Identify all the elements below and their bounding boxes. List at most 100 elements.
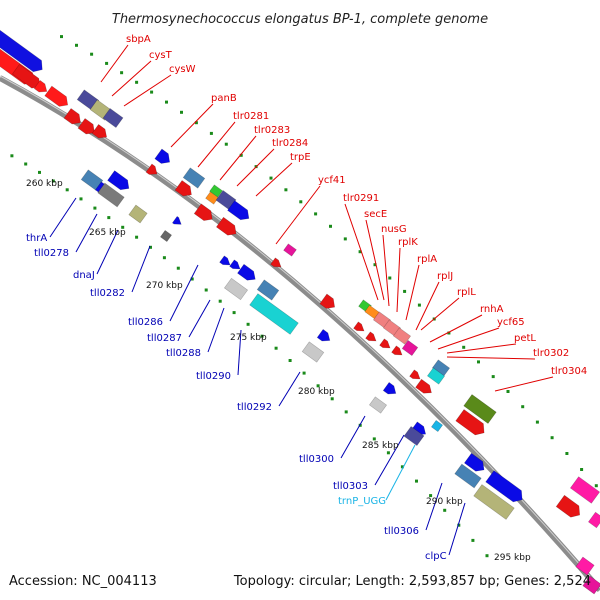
gene-tlr0281[interactable] [182,167,206,189]
gene-pink-3[interactable] [575,556,595,576]
reverse-gene-label[interactable]: tll0282 [90,288,125,299]
gene-tll0303[interactable] [454,463,482,489]
forward-gene-label[interactable]: tlr0284 [272,138,308,149]
gene-blue-m2[interactable] [229,259,243,272]
gene-blue-p1[interactable] [463,452,487,474]
gene-tlr0304[interactable] [455,409,488,439]
reverse-gene-label[interactable]: trnP_UGG [338,496,386,507]
gene-red-j[interactable] [365,331,379,344]
tick-mark [24,162,28,166]
gene-block-red-3[interactable] [44,85,71,110]
kbp-label: 285 kbp [362,441,399,451]
gene-red-f[interactable] [193,203,216,224]
tick-mark [90,52,94,56]
gene-pink-4[interactable] [582,575,600,595]
gene-green[interactable] [209,184,223,198]
gene-red-l[interactable] [415,378,435,396]
gene-blue-n1[interactable] [382,382,399,397]
gene-tll0306[interactable] [485,470,527,506]
gene-tlr0284-shape [227,200,250,221]
gene-red-a[interactable] [63,108,84,127]
reverse-gene-label[interactable]: tll0292 [237,402,272,413]
gene-tll0286[interactable] [256,279,280,301]
forward-gene-label[interactable]: trpE [290,152,311,163]
reverse-gene-label[interactable]: clpC [425,551,447,562]
gene-tlr0284[interactable] [227,200,253,224]
gene-rplA[interactable] [392,327,412,345]
gene-pink-1[interactable] [569,476,600,504]
gene-blue-m4[interactable] [316,329,333,344]
forward-gene-label[interactable]: rnhA [480,304,504,315]
tick-mark [105,61,109,65]
forward-gene-label[interactable]: cysW [169,64,196,75]
gene-panB[interactable] [154,148,173,167]
gene-red-b[interactable] [77,118,98,137]
reverse-gene-label[interactable]: tll0278 [34,248,69,259]
forward-gene-label[interactable]: tlr0304 [551,366,587,377]
forward-gene-label[interactable]: tlr0302 [533,348,569,359]
gene-orange[interactable] [205,191,219,205]
gene-block-red-4[interactable] [33,80,50,95]
gene-dnaJ[interactable] [128,204,148,224]
reverse-gene-label[interactable]: thrA [26,233,47,244]
gene-blue-x[interactable] [107,170,133,194]
forward-gene-label[interactable]: sbpA [126,34,151,45]
gene-trpE[interactable] [215,216,239,238]
gene-red-k[interactable] [379,338,393,351]
reverse-gene-label[interactable]: tll0300 [299,454,334,465]
gene-block-blue[interactable] [0,28,46,76]
gene-red-e[interactable] [174,180,195,199]
gene-blue-m3[interactable] [237,263,258,283]
gene-red-c[interactable] [91,124,110,141]
reverse-gene-label[interactable]: tll0287 [147,333,182,344]
gene-blue-m1[interactable] [219,255,233,268]
gene-red-h[interactable] [319,293,338,312]
forward-gene-label[interactable]: rplK [398,237,418,248]
gene-tll0288[interactable] [249,293,299,335]
gene-pink-2[interactable] [588,511,600,529]
forward-gene-label[interactable]: panB [211,93,237,104]
reverse-gene-label[interactable]: tll0288 [166,348,201,359]
gene-tll0290[interactable] [301,341,325,363]
forward-gene-label[interactable]: rplJ [437,271,453,282]
gene-tll0300[interactable] [403,426,425,446]
gene-ycf65[interactable] [426,367,446,385]
reverse-leader-line [237,329,242,376]
reverse-gene-label[interactable]: tll0286 [128,317,163,328]
forward-gene-label[interactable]: petL [514,333,536,344]
forward-gene-label[interactable]: tlr0291 [343,193,379,204]
forward-gene-label[interactable]: nusG [381,224,407,235]
gene-rplL[interactable] [391,345,405,358]
tick-mark [316,384,320,388]
gene-tlr0302[interactable] [463,394,497,424]
gene-blue-z[interactable] [171,215,183,227]
gene-clpC[interactable] [473,484,515,520]
forward-gene-label[interactable]: rplL [457,287,476,298]
forward-gene-label[interactable]: tlr0281 [233,111,269,122]
reverse-gene-label[interactable]: tll0306 [384,526,419,537]
forward-gene-label[interactable]: secE [364,209,387,220]
reverse-gene-label[interactable]: tll0290 [196,371,231,382]
gene-panB-shape [154,148,171,164]
gene-ycf41[interactable] [283,243,297,257]
reverse-gene-label[interactable]: dnaJ [73,270,95,281]
tick-mark [274,346,278,350]
gene-red-d[interactable] [145,163,160,178]
gene-tll0292[interactable] [368,396,388,414]
gene-petL[interactable] [409,369,423,382]
forward-gene-label[interactable]: tlr0283 [254,125,290,136]
forward-gene-label[interactable]: ycf65 [497,317,525,328]
gene-tll0287[interactable] [223,277,249,301]
gene-cysW[interactable] [102,108,124,128]
gene-red-m[interactable] [555,494,584,520]
reverse-gene-label[interactable]: tll0303 [333,481,368,492]
gene-red-g[interactable] [270,257,284,270]
gene-trnP[interactable] [430,419,444,433]
gene-tll0278[interactable] [97,182,125,208]
gene-rplJ[interactable] [401,340,419,356]
gene-red-i[interactable] [353,321,367,334]
forward-gene-label[interactable]: ycf41 [318,175,346,186]
forward-gene-label[interactable]: cysT [149,50,173,61]
gene-tll0282[interactable] [159,229,173,243]
forward-gene-label[interactable]: rplA [417,254,437,265]
